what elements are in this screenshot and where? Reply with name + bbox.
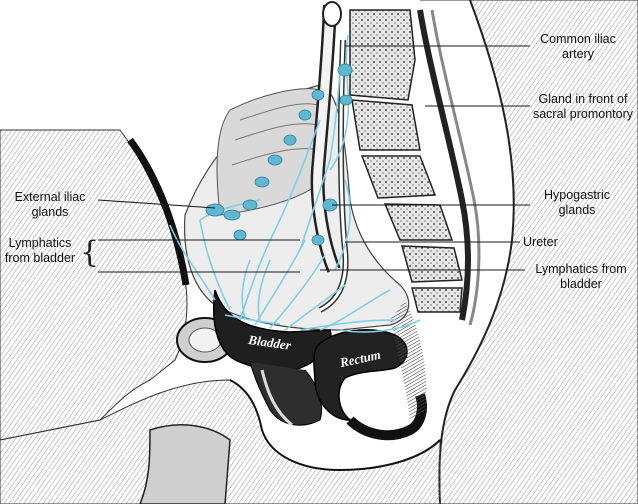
label-external-iliac-glands: External iliac glands [4, 190, 96, 220]
label-lymphatics-from-bladder-right: Lymphatics from bladder [527, 262, 635, 292]
label-line: from bladder [4, 251, 76, 265]
back-outline [438, 0, 515, 504]
label-line: Gland in front of [538, 92, 628, 106]
leader-lines [97, 45, 530, 273]
rectum-organ [313, 329, 408, 421]
label-line: Lymphatics from [535, 262, 627, 276]
bladder-organ [213, 289, 332, 373]
label-line: glands [31, 205, 69, 219]
label-line: bladder [560, 277, 602, 291]
label-line: glands [558, 203, 596, 217]
label-ureter: Ureter [523, 235, 558, 250]
label-line: sacral promontory [532, 107, 634, 121]
label-gland-sacral-promontory: Gland in front of sacral promontory [528, 92, 638, 122]
lymph-glands [205, 63, 353, 246]
vertebral-column [349, 9, 481, 326]
label-line: Ureter [523, 235, 558, 249]
label-lymphatics-from-bladder-left: Lymphatics from bladder [2, 236, 78, 266]
label-line: Common iliac [540, 32, 616, 46]
label-hypogastric-glands: Hypogastric glands [532, 188, 622, 218]
label-line: Lymphatics [8, 236, 72, 250]
label-line: artery [562, 47, 594, 61]
lymphatic-network [169, 34, 421, 333]
label-brace: { [80, 235, 100, 270]
label-line: Hypogastric [544, 188, 610, 202]
label-line: External iliac [14, 190, 86, 204]
bladder-label: Bladder [247, 332, 293, 353]
label-common-iliac-artery: Common iliac artery [528, 32, 628, 62]
